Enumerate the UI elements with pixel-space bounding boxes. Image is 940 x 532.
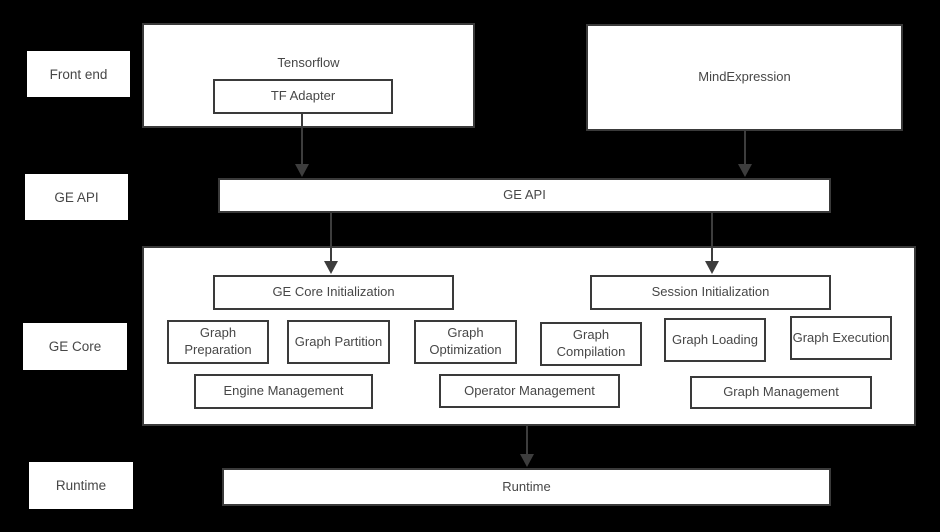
ge-core-initialization-box: GE Core Initialization [213,275,454,310]
arrow-head-icon [705,261,719,274]
graph-optimization-box: Graph Optimization [414,320,517,364]
mindexpression-box: MindExpression [586,24,903,131]
ge-api-bar: GE API [218,178,831,213]
graph-loading-box: Graph Loading [664,318,766,362]
arrow-shaft [744,131,746,167]
operator-management-box: Operator Management [439,374,620,408]
arrow-shaft [330,213,332,264]
session-initialization-box: Session Initialization [590,275,831,310]
engine-management-box: Engine Management [194,374,373,409]
row-label-front-end: Front end [27,51,130,97]
graph-preparation-box: Graph Preparation [167,320,269,364]
arrow-tf-adapter-to-ge-api [295,114,309,177]
arrow-ge-core-to-runtime [520,426,534,467]
arrow-mindexpression-to-ge-api [738,131,752,177]
arrow-ge-api-to-ge-core-initialization [324,213,338,274]
tensorflow-box: Tensorflow TF Adapter [142,23,475,128]
arrow-shaft [526,426,528,457]
tensorflow-title: Tensorflow [277,55,340,70]
arrow-ge-api-to-session-initialization [705,213,719,274]
row-label-ge-api: GE API [25,174,128,220]
graph-compilation-box: Graph Compilation [540,322,642,366]
graph-partition-box: Graph Partition [287,320,390,364]
ge-core-container: GE Core Initialization Session Initializ… [142,246,916,426]
graph-execution-box: Graph Execution [790,316,892,360]
arrow-head-icon [738,164,752,177]
row-label-runtime: Runtime [29,462,133,509]
graph-management-box: Graph Management [690,376,872,409]
tf-adapter-box: TF Adapter [213,79,393,114]
arrow-shaft [301,114,303,167]
arrow-shaft [711,213,713,264]
arrow-head-icon [520,454,534,467]
arrow-head-icon [295,164,309,177]
row-label-ge-core: GE Core [23,323,127,370]
arrow-head-icon [324,261,338,274]
runtime-bar: Runtime [222,468,831,506]
